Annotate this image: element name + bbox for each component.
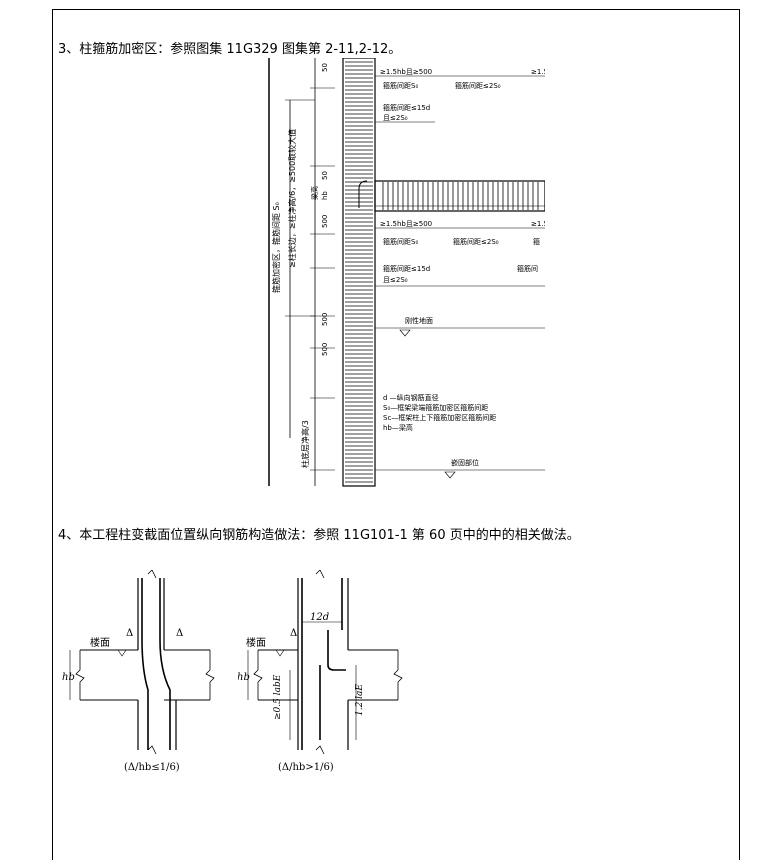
- fig1-mid-spacing-c: 箍筋间距S₀: [383, 237, 418, 246]
- fig1-legend-sc: Sc—框架柱上下箍筋加密区箍筋间距: [383, 413, 496, 422]
- fig1-top-spacing-e: 箍筋间距≤15d: [383, 103, 430, 112]
- fig2-right-caption: (Δ/hb>1/6): [278, 762, 334, 773]
- fig2-right-lae: 1.2 laE: [355, 684, 365, 716]
- fig2-right-hb-label: hb: [238, 672, 250, 683]
- fig1-dim-500c: 500: [321, 343, 329, 356]
- fig1-beam-height-label: 梁高: [310, 186, 319, 200]
- fig2-left-floor-label: 楼面: [90, 636, 110, 649]
- fig1-legend-s0: S₀—框架梁端箍筋加密区箍筋间距: [383, 403, 488, 412]
- fig1-top-spacing-c: 箍筋间距S₀: [383, 81, 418, 90]
- table-top-border: [52, 9, 740, 10]
- fig1-mid-spacing-b: ≥1.5: [531, 220, 545, 228]
- fig1-dim-500a: 500: [321, 215, 329, 228]
- paragraph-item-4: 4、本工程柱变截面位置纵向钢筋构造做法：参照 11G101-1 第 60 页中的…: [58, 528, 580, 543]
- fig1-legend-hb: hb—梁高: [383, 423, 413, 432]
- fig1-rigid-ground-label: 刚性地面: [405, 316, 433, 325]
- fig1-mid-spacing-h: 箍筋间: [517, 264, 538, 273]
- fig2-left-delta-2: Δ: [176, 628, 183, 639]
- fig1-mid-spacing-e: 箍: [533, 237, 540, 246]
- fig1-top-spacing-a: ≥1.5hb且≥500: [380, 68, 432, 76]
- fig2-right-floor-label: 楼面: [246, 636, 266, 649]
- fig2-right-12d: 12d: [310, 612, 329, 623]
- fig1-top-spacing-d: 箍筋间距≤2S₀: [455, 81, 501, 90]
- table-left-border: [52, 9, 53, 860]
- fig1-zone-text: 箍筋加密区，箍筋间距 S₀: [271, 202, 281, 293]
- fig2-left-delta-1: Δ: [126, 628, 133, 639]
- fig1-mid-spacing-g: 且≤2S₀: [383, 276, 408, 284]
- paragraph-item-3: 3、柱箍筋加密区：参照图集 11G329 图集第 2-11,2-12。: [58, 42, 402, 57]
- fig2-left-caption: (Δ/hb≤1/6): [124, 762, 180, 773]
- fig2-left-hb-label: hb: [62, 672, 75, 683]
- fig1-top-spacing-f: 且≤2S₀: [383, 114, 408, 122]
- section-change-large-diagram: hb 楼面 Δ 12d ≥0.5 labE 1.2 laE (Δ/hb>1/6): [238, 570, 403, 773]
- fig1-mid-spacing-f: 箍筋间距≤15d: [383, 264, 430, 273]
- fig1-embed-position-label: 嵌固部位: [451, 458, 479, 467]
- fig2-right-labe: ≥0.5 labE: [273, 674, 283, 720]
- fig1-dim-hb: hb: [321, 191, 329, 200]
- fig1-base-text: 柱底层净高/3: [300, 420, 310, 468]
- fig1-mid-spacing-a: ≥1.5hb且≥500: [380, 220, 432, 228]
- fig1-dim-500b: 500: [321, 313, 329, 326]
- section-change-small-diagram: hb 楼面 Δ Δ (Δ/hb≤1/6): [62, 570, 215, 773]
- column-stirrup-diagram: 箍筋加密区，箍筋间距 S₀ ≥柱长边，≥柱净高/6，≥500取较大值 柱底层净高…: [268, 58, 545, 487]
- fig1-dim-50: 50: [321, 171, 329, 180]
- fig1-length-text: ≥柱长边，≥柱净高/6，≥500取较大值: [287, 129, 297, 268]
- fig1-top-spacing-b: ≥1.5: [531, 68, 545, 76]
- fig1-mid-spacing-d: 箍筋间距≤2S₀: [453, 237, 499, 246]
- fig1-dim-50-top: 50: [321, 63, 329, 72]
- table-right-border: [739, 9, 740, 860]
- fig2-right-delta: Δ: [290, 628, 297, 639]
- fig1-legend-d: d —纵向钢筋直径: [383, 393, 439, 402]
